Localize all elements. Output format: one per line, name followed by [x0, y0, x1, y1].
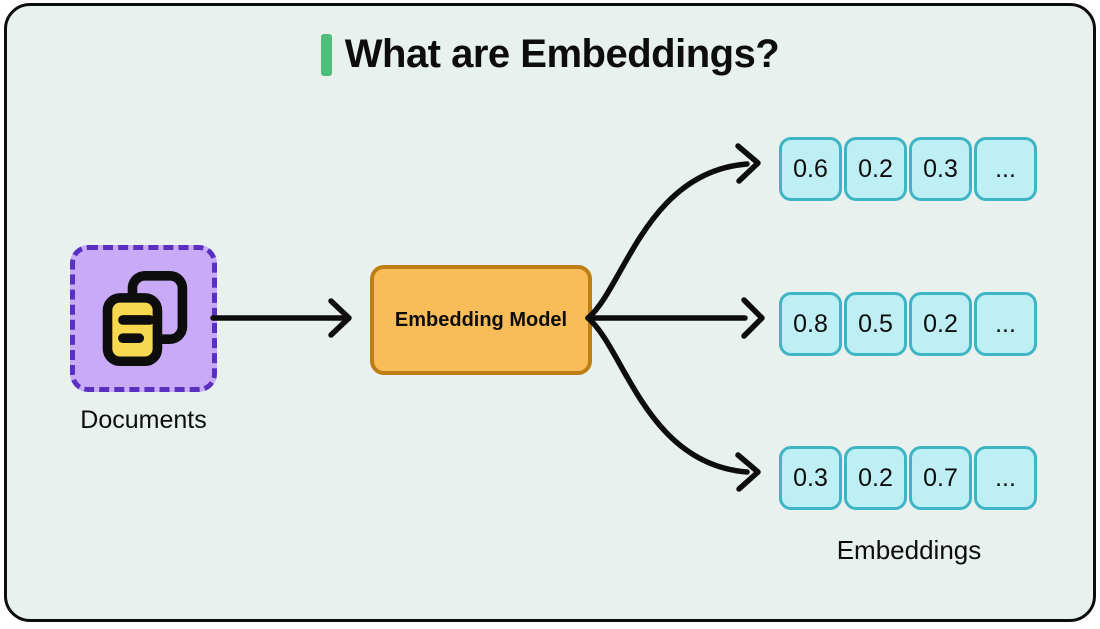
vector-cell: 0.3 — [909, 137, 972, 201]
documents-label: Documents — [80, 406, 207, 434]
vector-cell: 0.6 — [779, 137, 842, 201]
page-title: What are Embeddings? — [344, 32, 780, 76]
embeddings-label: Embeddings — [836, 535, 982, 565]
documents-node — [70, 245, 217, 392]
vector-cell: 0.3 — [779, 446, 842, 510]
vector-cell: 0.2 — [844, 446, 907, 510]
vector-cell: ... — [974, 446, 1037, 510]
vector-cell: 0.7 — [909, 446, 972, 510]
vector-cell: 0.2 — [844, 137, 907, 201]
vector-cell: 0.5 — [844, 292, 907, 356]
vector-cell: ... — [974, 292, 1037, 356]
vector-cell: 0.8 — [779, 292, 842, 356]
title-block: What are Embeddings? — [7, 32, 1093, 77]
documents-icon — [102, 270, 187, 366]
vector-row-1: 0.6 0.2 0.3 ... — [779, 137, 1037, 201]
embedding-model-label: Embedding Model — [394, 308, 568, 331]
vector-row-2: 0.8 0.5 0.2 ... — [779, 292, 1037, 356]
embedding-model-node: Embedding Model — [370, 265, 592, 375]
vector-row-3: 0.3 0.2 0.7 ... — [779, 446, 1037, 510]
title-accent-bar — [320, 33, 332, 76]
vector-cell: ... — [974, 137, 1037, 201]
vector-cell: 0.2 — [909, 292, 972, 356]
diagram-card: What are Embeddings? Documents Embedding… — [4, 3, 1096, 622]
